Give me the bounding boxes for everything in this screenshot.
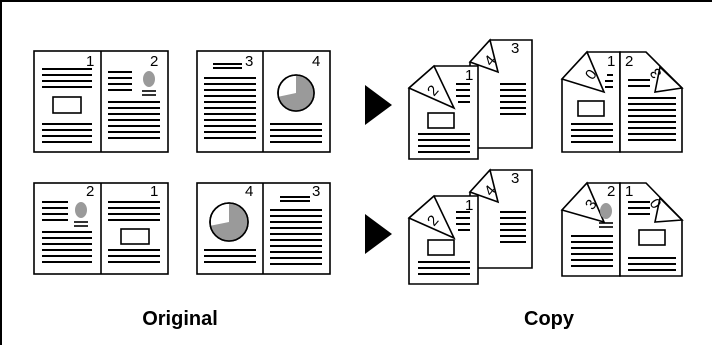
page-number: 2	[150, 53, 158, 70]
copy-stack-row1	[407, 38, 533, 160]
page-number: 3	[312, 183, 320, 200]
page-number: 1	[607, 53, 615, 70]
page-number: 3	[511, 40, 519, 57]
page-number: 1	[150, 183, 158, 200]
gray-figure-icon	[75, 202, 87, 218]
page-number: 2	[607, 183, 615, 200]
original-label: Original	[142, 308, 218, 330]
copy-open-row1	[560, 50, 684, 153]
page-number: 4	[312, 53, 320, 70]
original-spread-3-4	[196, 50, 331, 153]
copy-open-row2	[560, 181, 684, 277]
page-number: 1	[86, 53, 94, 70]
page-number: 4	[245, 183, 253, 200]
original-spread-4-3	[196, 182, 331, 275]
page-number: 3	[245, 53, 253, 70]
copy-stack-row2	[407, 168, 533, 285]
page-number: 2	[86, 183, 94, 200]
gray-figure-icon	[143, 71, 155, 87]
page-number: 1	[465, 67, 473, 84]
page-number: 2	[625, 53, 633, 70]
original-spread-2-1	[33, 182, 169, 275]
page-number: 1	[465, 197, 473, 214]
copy-label: Copy	[524, 308, 575, 330]
page-number: 1	[625, 183, 633, 200]
page-number: 3	[511, 170, 519, 187]
original-spread-1-2	[33, 50, 169, 153]
arrow-right-icon	[365, 214, 392, 254]
arrow-right-icon	[365, 85, 392, 125]
gray-figure-icon	[600, 203, 612, 219]
